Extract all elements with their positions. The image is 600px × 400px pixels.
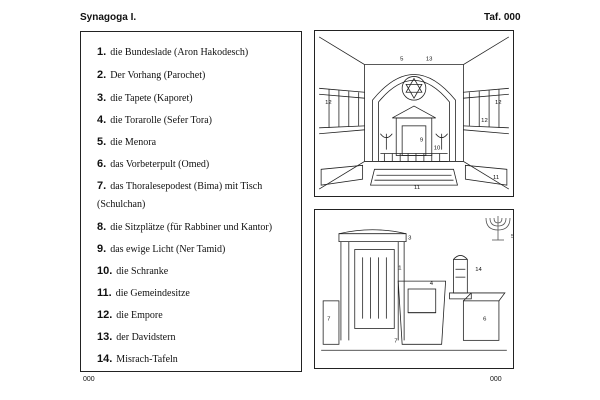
list-item: 9.das ewige Licht (Ner Tamid) [97,243,226,255]
ark-detail-illustration: 3 1 4 6 7 14 7 [314,209,514,369]
interior-drawing: 5 13 12 12 10 11 11 12 9 [318,36,510,191]
list-item: 6.das Vorbeterpult (Omed) [97,158,210,170]
list-item: 5.die Menora [97,136,157,148]
synagogue-interior-illustration: 5 13 12 12 10 11 11 12 9 [314,30,514,197]
callout-label: 12 [495,100,502,106]
legend-box: 1.die Bundeslade (Aron Hakodesch) 2.Der … [80,31,302,372]
inset-label: 5 [511,234,514,240]
page-number-right: 000 [490,376,502,383]
callout-label: 12 [325,100,332,106]
list-item: 10.die Schranke [97,265,169,277]
menorah-inset: 5 [478,210,518,246]
list-item: 13.der Davidstern [97,331,176,343]
list-item: 8.die Sitzplätze (für Rabbiner und Kanto… [97,221,273,233]
list-item: 12.die Empore [97,309,163,321]
list-item: 1.die Bundeslade (Aron Hakodesch) [97,46,249,58]
callout-label: 1 [398,265,401,271]
page-number-left: 000 [83,376,95,383]
callout-label: 13 [426,57,433,63]
callout-label: 11 [414,185,420,191]
callout-label: 4 [430,281,434,287]
list-item-continuation: (Schulchan) [97,199,146,210]
callout-label: 6 [483,317,487,323]
list-item: 2.Der Vorhang (Parochet) [97,69,206,81]
callout-label: 3 [408,236,412,242]
callout-label: 14 [475,267,482,273]
list-item: 14.Misrach-Tafeln [97,353,178,365]
callout-label: 10 [434,146,441,152]
callout-label: 7 [327,317,330,323]
menorah-icon: 5 [485,216,514,241]
page-title: Synagoga I. [80,12,137,23]
callout-label: 5 [400,57,404,63]
callout-label: 11 [493,175,499,181]
callout-label: 9 [420,138,423,144]
ark-drawing: 3 1 4 6 7 14 7 [321,229,507,351]
plate-number: Taf. 000 [484,12,521,23]
list-item: 7.das Thoralesepodest (Bima) mit Tisch [97,180,263,192]
callout-label: 12 [481,118,488,124]
list-item: 4.die Torarolle (Sefer Tora) [97,114,212,126]
list-item: 3.die Tapete (Kaporet) [97,92,193,104]
callout-label: 7 [394,338,397,344]
list-item: 11.die Gemeindesitze [97,287,190,299]
